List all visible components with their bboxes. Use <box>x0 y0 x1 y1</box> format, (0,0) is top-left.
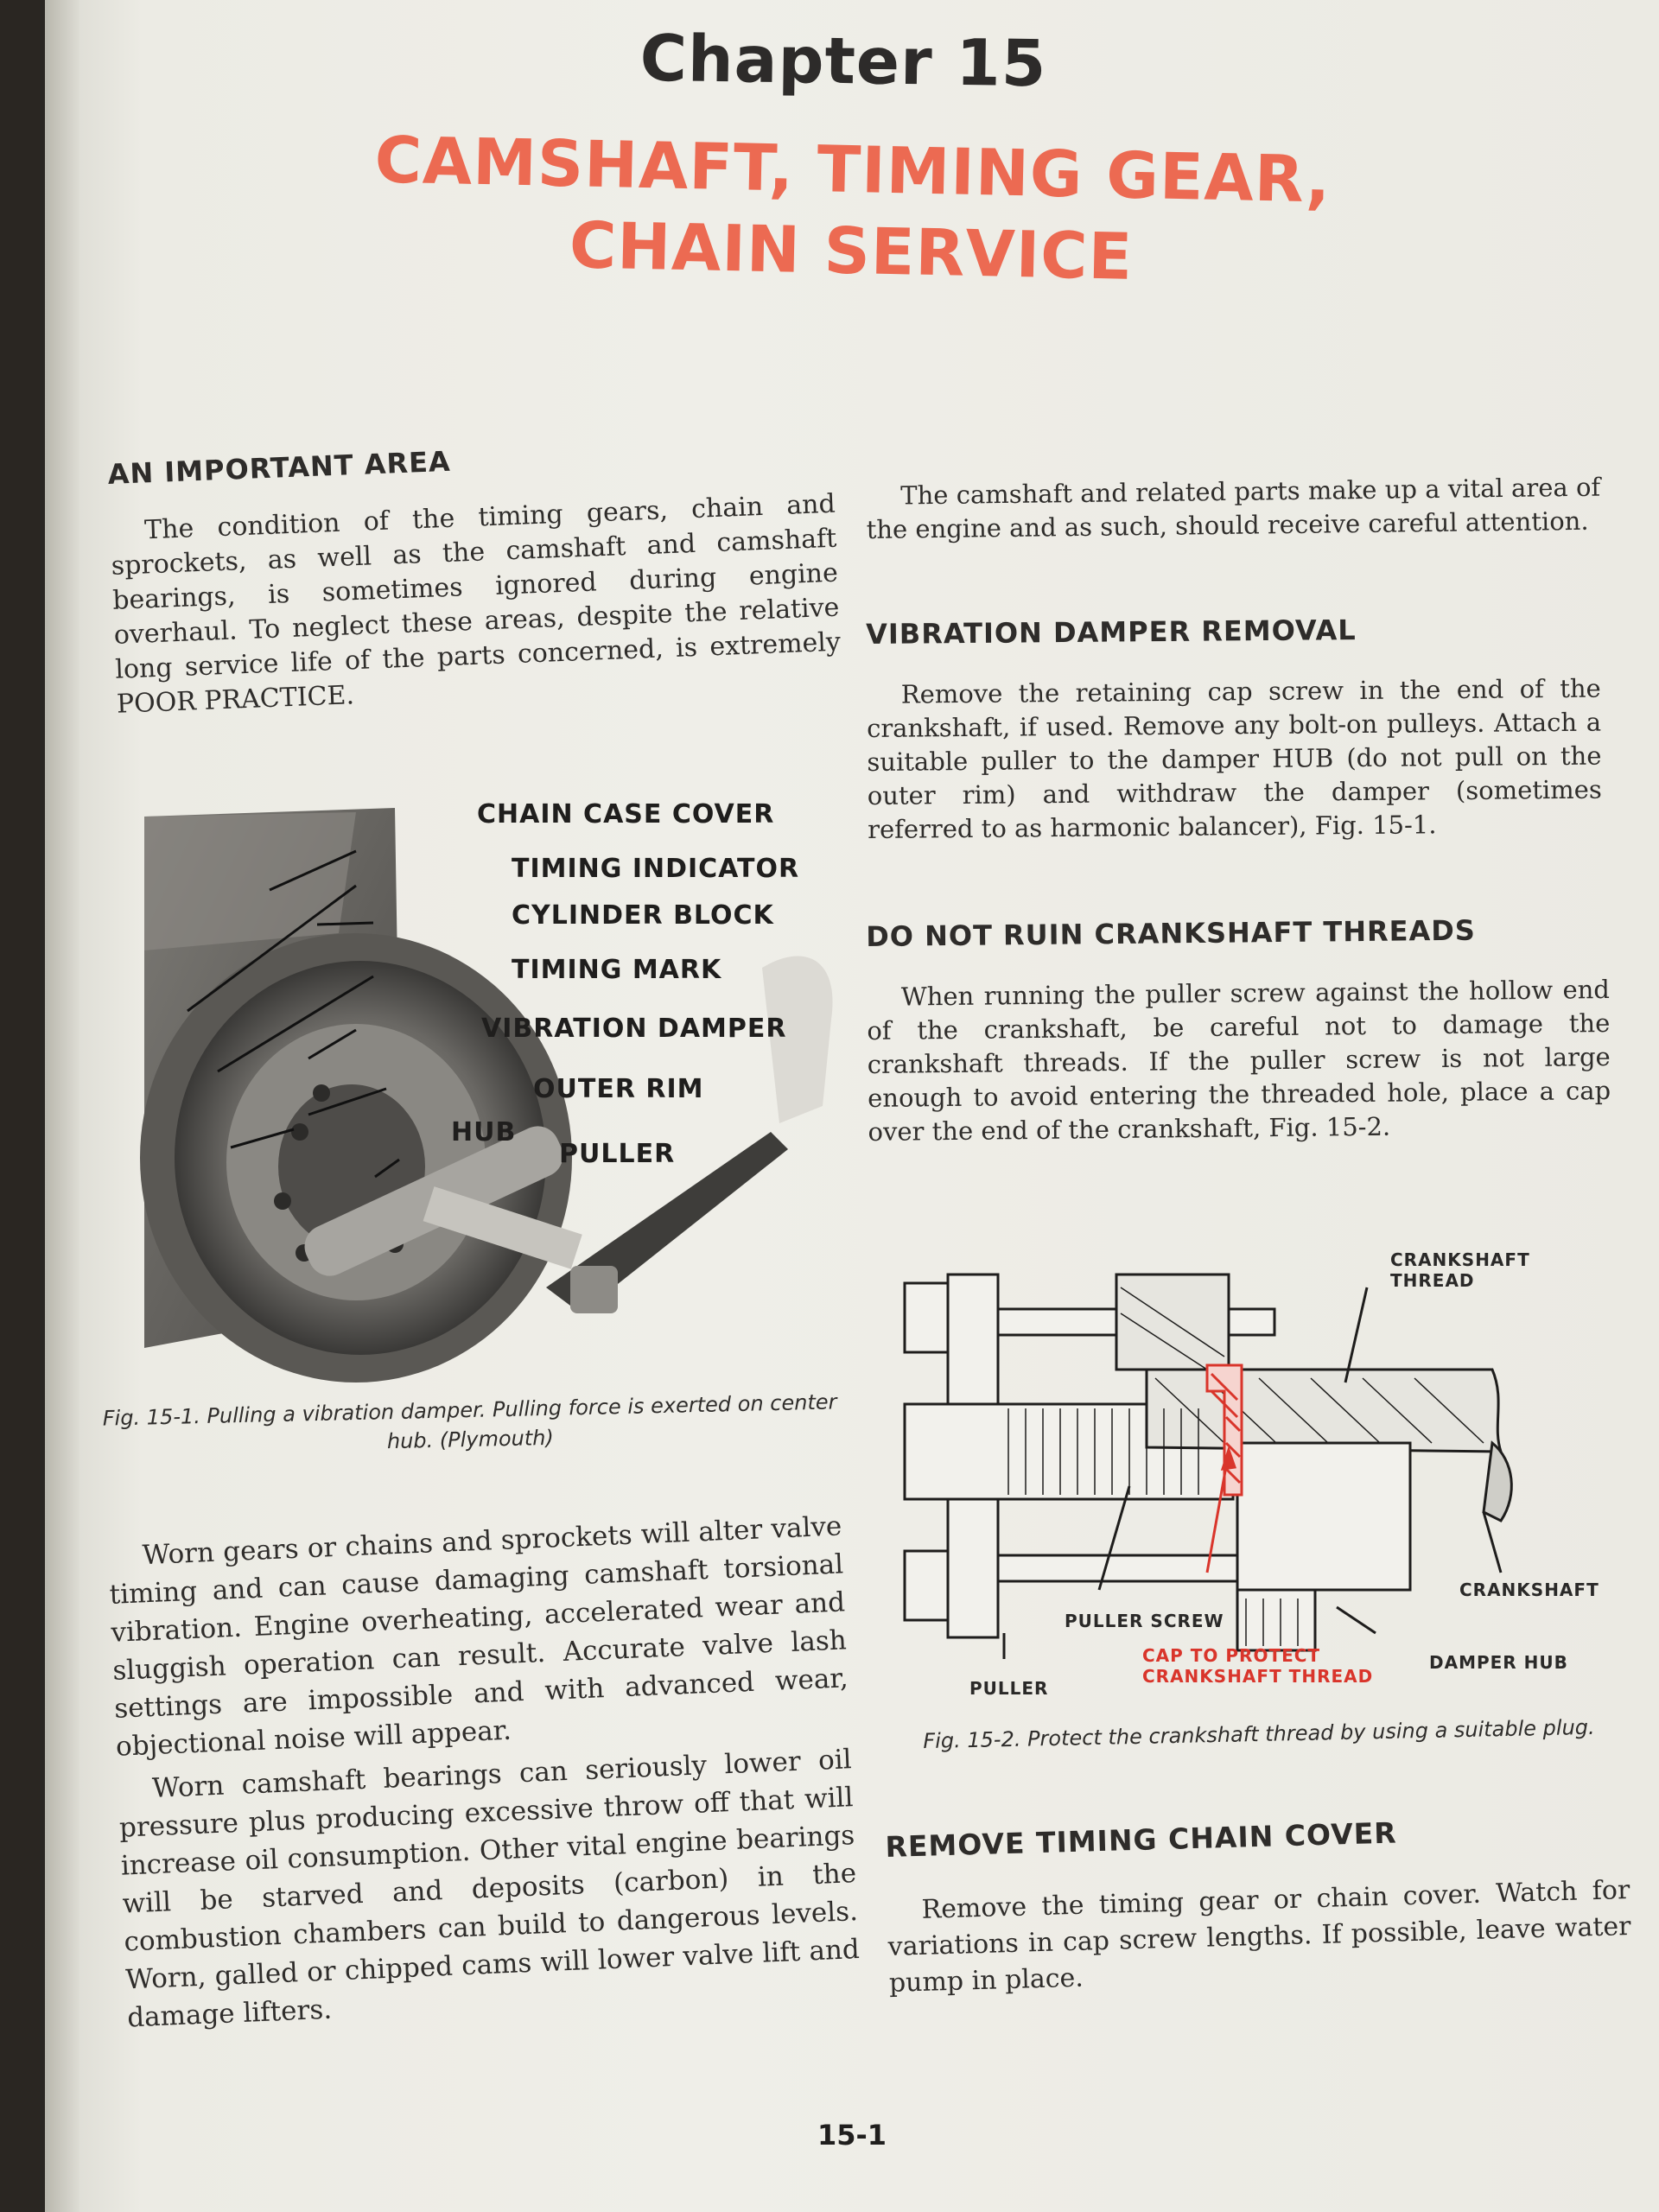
figure-15-2-caption: Fig. 15-2. Protect the crankshaft thread… <box>923 1714 1595 1754</box>
left-intro: AN IMPORTANT AREA The condition of the t… <box>107 430 842 722</box>
paragraph-timing-chain-cover: Remove the timing gear or chain cover. W… <box>887 1874 1631 1999</box>
crankshaft-cap-diagram <box>903 1273 1513 1659</box>
right-section-threads: DO NOT RUIN CRANKSHAFT THREADS When runn… <box>866 912 1611 1149</box>
section-heading-important-area: AN IMPORTANT AREA <box>107 444 452 491</box>
chapter-number: Chapter 15 <box>639 21 1047 102</box>
fig2-label-puller: PULLER <box>969 1678 1049 1699</box>
fig1-label-puller: PULLER <box>559 1139 676 1169</box>
fig2-label-cap-line1: CAP TO PROTECT <box>1142 1645 1321 1666</box>
paragraph-worn-bearings: Worn camshaft bearings can seriously low… <box>118 1744 861 2034</box>
figure-15-2: CRANKSHAFT THREAD CRANKSHAFT PULLER SCRE… <box>896 1236 1622 1702</box>
book-page: Chapter 15 CAMSHAFT, TIMING GEAR, CHAIN … <box>45 0 1659 2212</box>
fig2-label-cap-line2: CRANKSHAFT THREAD <box>1142 1666 1374 1687</box>
figure-15-1: CHAIN CASE COVER TIMING INDICATOR CYLIND… <box>97 795 849 1382</box>
fig2-label-cap: CAP TO PROTECT CRANKSHAFT THREAD <box>1142 1645 1373 1687</box>
paragraph-intro: The camshaft and related parts make up a… <box>866 472 1601 544</box>
fig2-label-crankshaft-thread: CRANKSHAFT THREAD <box>1390 1249 1530 1291</box>
fig2-label-crankshaft: CRANKSHAFT <box>1459 1580 1599 1600</box>
section-heading-vibration-damper: VIBRATION DAMPER REMOVAL <box>866 613 1357 651</box>
vibration-damper-photo <box>140 808 833 1382</box>
fig2-label-crankshaft-thread-line1: CRANKSHAFT <box>1390 1249 1530 1270</box>
chapter-title: CAMSHAFT, TIMING GEAR, CHAIN SERVICE <box>45 112 1659 308</box>
fig1-label-timing-indicator: TIMING INDICATOR <box>512 854 800 884</box>
paragraph-crankshaft-threads: When running the puller screw against th… <box>867 974 1611 1147</box>
right-section-cover: REMOVE TIMING CHAIN COVER Remove the tim… <box>885 1809 1632 2002</box>
left-body: Worn gears or chains and sprockets will … <box>107 1507 861 2037</box>
paragraph-worn-gears: Worn gears or chains and sprockets will … <box>109 1510 849 1763</box>
right-section-damper: VIBRATION DAMPER REMOVAL Remove the reta… <box>866 612 1602 847</box>
fig2-label-puller-screw: PULLER SCREW <box>1065 1611 1224 1631</box>
fig1-label-chain-case-cover: CHAIN CASE COVER <box>477 799 775 830</box>
paragraph-important-area: The condition of the timing gears, chain… <box>111 488 842 720</box>
fig2-label-damper-hub: DAMPER HUB <box>1429 1652 1568 1673</box>
figure-15-1-caption: Fig. 15-1. Pulling a vibration damper. P… <box>102 1389 837 1454</box>
fig1-label-timing-mark: TIMING MARK <box>512 955 722 985</box>
section-heading-crankshaft-threads: DO NOT RUIN CRANKSHAFT THREADS <box>866 913 1477 953</box>
fig2-label-crankshaft-thread-line2: THREAD <box>1390 1270 1475 1291</box>
right-intro: The camshaft and related parts make up a… <box>866 471 1601 547</box>
paragraph-damper-removal: Remove the retaining cap screw in the en… <box>866 673 1602 844</box>
section-heading-timing-chain-cover: REMOVE TIMING CHAIN COVER <box>885 1815 1398 1864</box>
fig1-label-vibration-damper: VIBRATION DAMPER <box>481 1014 787 1044</box>
page-number: 15-1 <box>817 2119 887 2152</box>
page-gutter <box>45 0 79 2212</box>
fig1-label-cylinder-block: CYLINDER BLOCK <box>512 900 774 931</box>
fig1-label-hub: HUB <box>451 1117 517 1147</box>
fig1-label-outer-rim: OUTER RIM <box>533 1074 704 1104</box>
